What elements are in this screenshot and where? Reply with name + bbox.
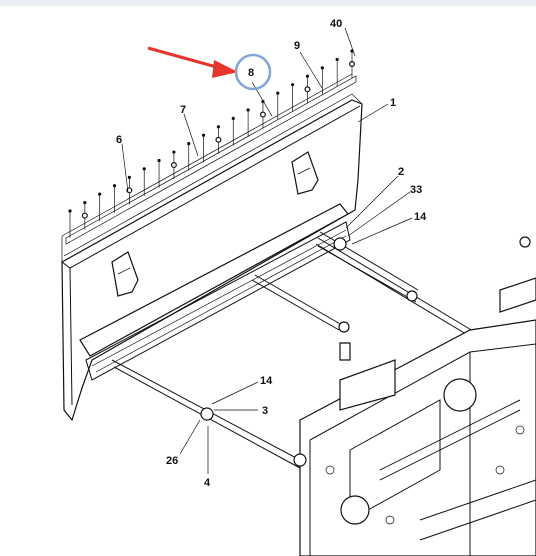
- bolt-head: [142, 167, 146, 171]
- washer: [259, 111, 266, 118]
- pointer-arrow: [147, 46, 238, 78]
- bolt-head: [157, 158, 161, 163]
- bolt-head: [335, 57, 339, 62]
- bolt-head: [216, 125, 221, 129]
- bolt-head: [276, 91, 280, 95]
- washer: [215, 136, 222, 143]
- callout-14-lower: 14: [260, 375, 273, 387]
- washer: [81, 212, 88, 219]
- callout-6: 6: [116, 134, 122, 146]
- bolt-head: [172, 150, 176, 154]
- bolt-head: [112, 184, 117, 188]
- bolt-head: [201, 133, 206, 137]
- bolt-head: [246, 108, 250, 112]
- window-top-bar: [0, 0, 536, 6]
- lower-channel: [79, 203, 351, 381]
- washer: [170, 162, 177, 169]
- callout-9: 9: [294, 40, 300, 52]
- callout-highlight-ring: [234, 53, 272, 91]
- bolt-head: [231, 116, 235, 120]
- callout-14-upper: 14: [414, 211, 427, 223]
- frame-chassis: [293, 236, 536, 556]
- bolt-head: [98, 192, 102, 196]
- callout-33: 33: [410, 184, 422, 196]
- callout-40: 40: [330, 18, 342, 30]
- panel-part-1: [61, 73, 363, 422]
- callout-7: 7: [180, 104, 186, 116]
- bolt-head: [320, 66, 324, 70]
- callout-2: 2: [398, 166, 404, 178]
- callout-3: 3: [262, 405, 268, 417]
- bolt-head: [83, 200, 87, 205]
- callout-labels: 40 9 8 7 1 6 2 33 14 14 3 26 4: [116, 18, 427, 489]
- leader-lines: [121, 27, 413, 474]
- bolt-head: [305, 74, 310, 78]
- bolt-head: [187, 142, 191, 146]
- cross-rods: [111, 231, 479, 469]
- hinge-brackets: [111, 151, 319, 297]
- bolt-head: [291, 83, 295, 87]
- bolt-head: [127, 175, 131, 179]
- bolt-strip: [65, 49, 357, 245]
- callout-1: 1: [390, 97, 396, 109]
- callout-8: 8: [248, 67, 254, 79]
- bolt-head: [68, 209, 72, 213]
- washer: [349, 60, 356, 67]
- washer: [304, 86, 311, 93]
- callout-26: 26: [166, 455, 178, 467]
- callout-4: 4: [204, 477, 211, 489]
